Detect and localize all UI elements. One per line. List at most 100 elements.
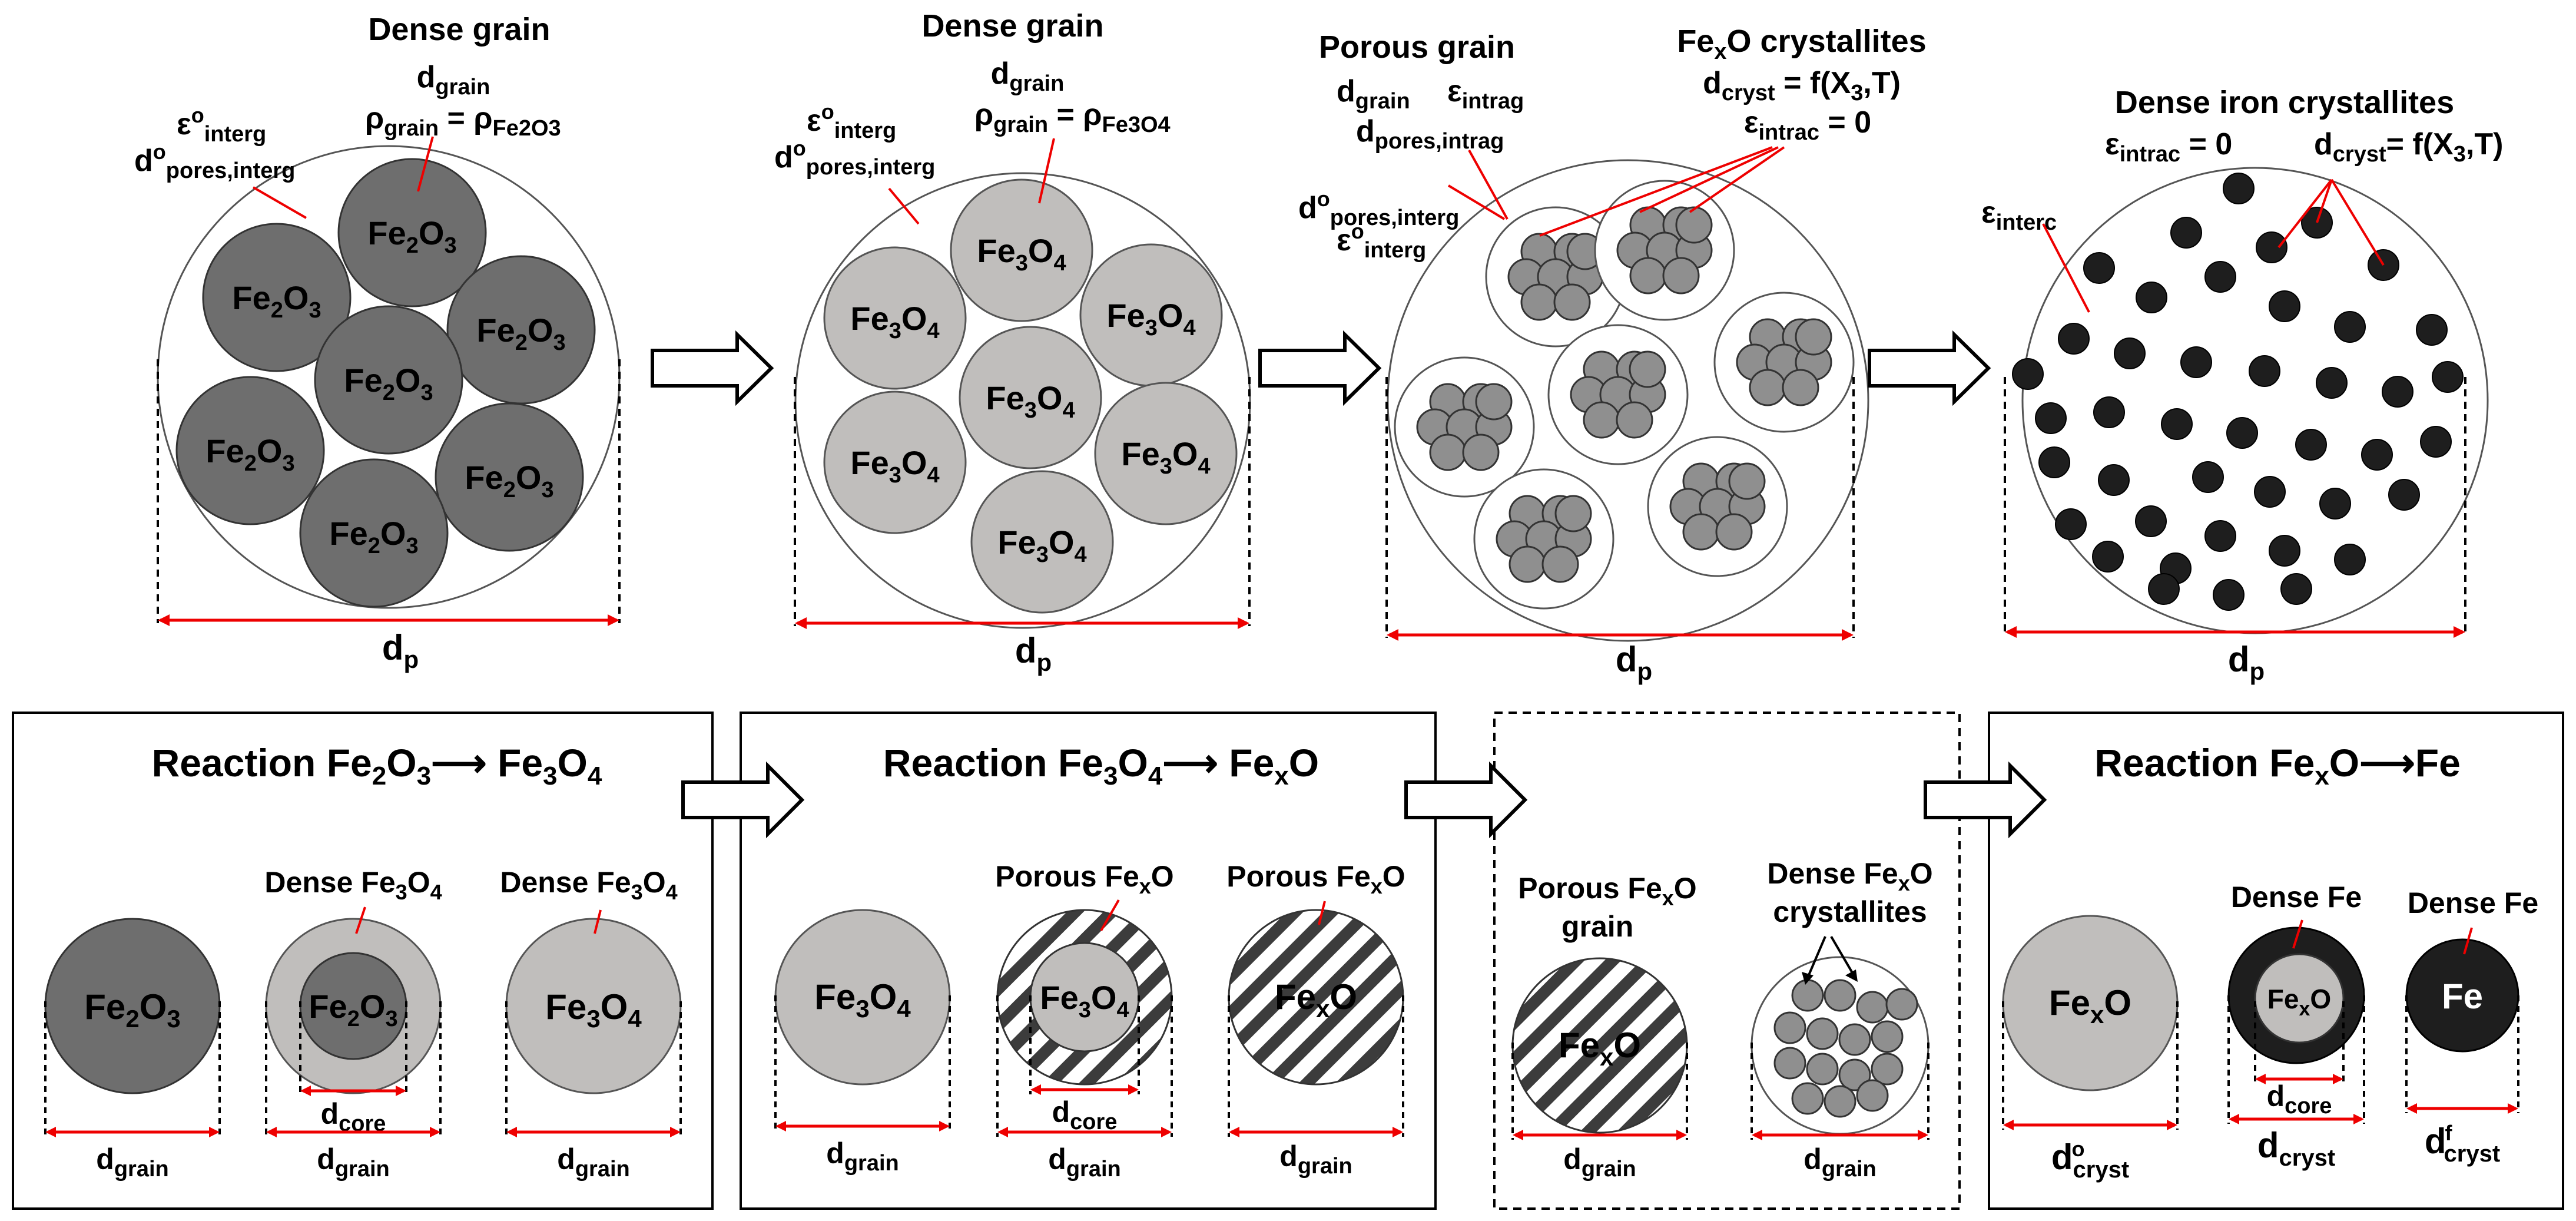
crystallite — [1541, 545, 1579, 583]
svg-text:Fe3O4: Fe3O4 — [977, 232, 1066, 276]
svg-text:Fe2O3: Fe2O3 — [205, 432, 294, 476]
iron-crystallite — [2192, 461, 2224, 493]
stage1-dgrain: dgrain — [417, 60, 490, 100]
iron-crystallite — [2226, 417, 2258, 449]
stage2-eps-interg: εointerg — [807, 100, 896, 143]
stage1-title: Dense grain — [368, 12, 550, 47]
iron-crystallite — [2269, 290, 2300, 322]
process-arrow — [1868, 330, 1991, 406]
crystallite — [1629, 350, 1666, 388]
grain-fe2o3 — [314, 305, 463, 455]
crystallite — [1838, 1058, 1871, 1091]
iron-crystallite — [2180, 346, 2212, 378]
iron-crystallite — [2420, 426, 2452, 458]
iron-crystallite — [2256, 231, 2287, 263]
grain-core-fexo — [2254, 953, 2345, 1044]
crystallite — [1782, 369, 1819, 406]
svg-text:grain: grain — [1561, 910, 1633, 943]
svg-text:dcore: dcore — [321, 1097, 386, 1136]
iron-crystallite — [2083, 252, 2115, 284]
stage3-eps-intrac: εintrac = 0 — [1744, 105, 1871, 145]
svg-text:dgrain: dgrain — [557, 1143, 629, 1182]
svg-text:FexO: FexO — [2049, 983, 2131, 1028]
reaction-box-2 — [740, 712, 1437, 1210]
crystallite — [1806, 1053, 1839, 1086]
crystallite — [1806, 1017, 1839, 1050]
iron-crystallite — [2135, 505, 2167, 537]
box2-title: Reaction Fe3O4⟶ FexO — [883, 741, 1319, 790]
grain-fe3o4 — [970, 470, 1114, 614]
svg-text:FexO: FexO — [1275, 977, 1357, 1023]
svg-text:dgrain: dgrain — [826, 1137, 899, 1176]
stage1-dp: dp — [382, 628, 419, 673]
iron-crystallite — [2092, 541, 2124, 573]
iron-crystallite — [2035, 402, 2067, 434]
svg-text:Fe: Fe — [2442, 977, 2483, 1016]
crystallite — [1749, 369, 1786, 406]
iron-crystallite — [2148, 573, 2180, 605]
iron-crystallite — [2382, 376, 2413, 408]
svg-text:Fe2O3: Fe2O3 — [465, 459, 553, 502]
box1-g3-label: Dense Fe3O4 — [500, 866, 677, 904]
box4-content: Reaction FexO⟶Fe FexO FexO Dense Fe Fe D… — [2002, 741, 2538, 1183]
svg-text:Fe3O4: Fe3O4 — [814, 977, 911, 1023]
stage3-title: Porous grain — [1319, 29, 1515, 65]
crystallite — [1871, 1053, 1904, 1086]
iron-crystallite — [2058, 323, 2090, 355]
process-arrow — [1924, 761, 2047, 839]
iron-crystallite — [2012, 358, 2044, 390]
stage3-fexo-title: FexO crystallites — [1677, 24, 1926, 64]
crystallite — [1728, 462, 1766, 500]
svg-text:dgrain: dgrain — [96, 1143, 168, 1182]
stage1-particle: Fe2O3 Fe2O3 Fe2O3 Fe2O3 Fe2O3 Fe2O3 Fe2O… — [134, 12, 621, 673]
iron-crystallite — [2269, 535, 2300, 567]
iron-crystallite — [2432, 361, 2464, 393]
grain-fe3o4 — [950, 178, 1093, 322]
iron-crystallite — [2093, 396, 2125, 428]
svg-text:Fe2O3: Fe2O3 — [329, 515, 418, 558]
grain-fe3o4 — [823, 246, 967, 390]
crystallite — [1629, 257, 1667, 295]
box3-content: Porous FexO grain FexO Dense FexO crysta… — [1511, 857, 1933, 1182]
svg-text:dgrain: dgrain — [317, 1143, 389, 1182]
svg-text:Fe2O3: Fe2O3 — [367, 214, 456, 258]
svg-text:Fe3O4: Fe3O4 — [850, 300, 939, 343]
iron-crystallite — [2223, 173, 2255, 204]
grain-fe2o3 — [175, 376, 325, 525]
grain-fe3o4 — [1079, 243, 1223, 387]
crystallite — [1429, 434, 1467, 471]
iron-crystallite — [2316, 367, 2348, 399]
svg-text:Fe2O3: Fe2O3 — [476, 312, 565, 355]
svg-text:Fe2O3: Fe2O3 — [232, 279, 321, 323]
process-arrow — [681, 761, 805, 839]
crystallite — [1795, 318, 1832, 356]
box4-g3-label: Dense Fe — [2408, 886, 2538, 919]
stage4-eps-intrac: εintrac = 0 — [2105, 127, 2232, 167]
stage1-eps-interg: εointerg — [177, 103, 266, 147]
box2-g3-label: Porous FexO — [1226, 860, 1405, 898]
reaction-box-3 — [1493, 712, 1961, 1210]
svg-text:Fe2O3: Fe2O3 — [344, 362, 433, 405]
crystallite — [1682, 513, 1720, 551]
iron-crystallite — [2254, 476, 2286, 508]
iron-crystallite — [2334, 311, 2366, 343]
crystallite — [1838, 1023, 1871, 1056]
grain-fe3o4 — [1094, 382, 1238, 525]
stage2-particle: Fe3O4 Fe3O4 Fe3O4 Fe3O4 Fe3O4 Fe3O4 Fe3O… — [774, 8, 1251, 676]
crystallite — [1616, 401, 1653, 439]
stage4-particle: Dense iron crystallites εintrac = 0 dcry… — [1981, 85, 2503, 685]
crystallite — [1583, 401, 1620, 439]
svg-text:dcore: dcore — [1052, 1096, 1118, 1134]
svg-text:dgrain: dgrain — [1048, 1143, 1120, 1182]
iron-crystallite — [2361, 439, 2393, 471]
crystallite — [1509, 545, 1546, 583]
crystallite — [1824, 1085, 1856, 1118]
stage3-dgrain: dgrain — [1337, 74, 1410, 114]
iron-crystallites — [2012, 173, 2464, 611]
grain-fe2o3 — [337, 158, 487, 307]
iron-crystallite — [2204, 261, 2236, 293]
crystallite — [1773, 1011, 1806, 1044]
grain-fe2o3 — [202, 223, 352, 372]
